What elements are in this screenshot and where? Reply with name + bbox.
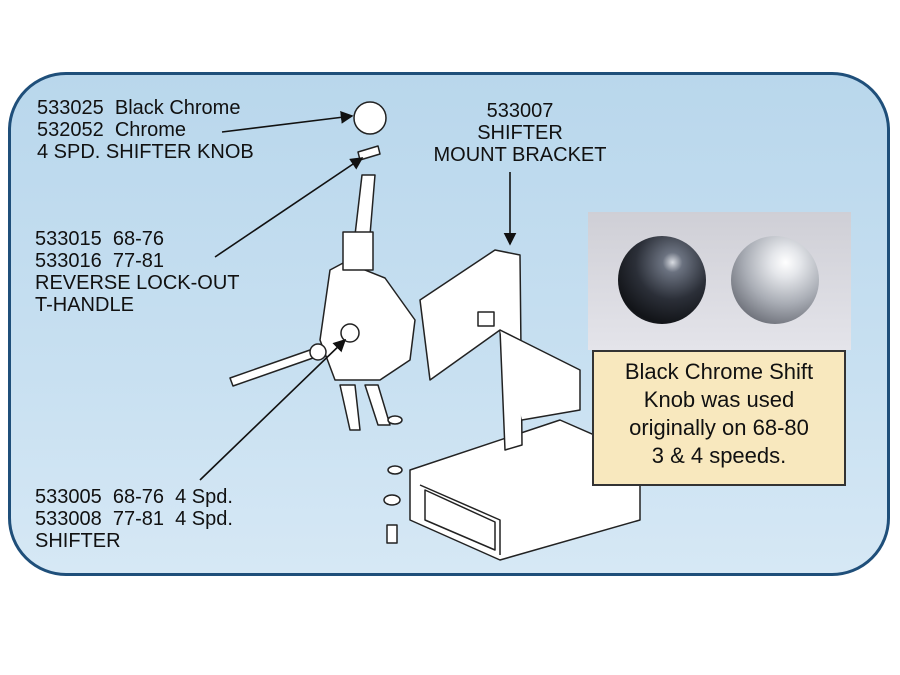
bolt	[229, 343, 327, 387]
shifter-arrow	[199, 338, 347, 481]
bracket-label-line: SHIFTER	[477, 122, 563, 144]
bracket-label-line: 533007	[486, 100, 554, 122]
knob-label-line: 533025 Black Chrome	[37, 97, 241, 119]
note-line: Black Chrome Shift	[624, 359, 814, 384]
knob-label-line: 4 SPD. SHIFTER KNOB	[37, 141, 254, 163]
shifter-label-line: 533005 68-76 4 Spd.	[35, 486, 233, 508]
bracket-label-line: MOUNT BRACKET	[433, 144, 607, 166]
note-line: originally on 68-80	[629, 415, 809, 440]
note-line: 3 & 4 speeds.	[651, 443, 787, 468]
knob-arrow	[221, 111, 354, 133]
shifter-label-line: SHIFTER	[35, 530, 121, 552]
shifter-label-line: 533008 77-81 4 Spd.	[35, 508, 233, 530]
note-box: Black Chrome Shift Knob was used origina…	[592, 350, 846, 486]
t-handle-arrow	[214, 157, 364, 258]
mount-bracket	[419, 249, 581, 451]
t-handle-label-line: 533016 77-81	[35, 250, 165, 272]
black-chrome-knob-image	[618, 236, 706, 324]
knob-label-line: 532052 Chrome	[37, 119, 186, 141]
t-handle-label-line: 533015 68-76	[35, 228, 165, 250]
note-line: Knob was used	[643, 387, 795, 412]
frame-tube	[409, 419, 641, 561]
shifter-body	[319, 261, 416, 431]
shifter-label: 533005 68-76 4 Spd.533008 77-81 4 Spd.SH…	[35, 486, 233, 552]
shift-lever	[342, 101, 387, 271]
t-handle-label-line: REVERSE LOCK-OUT	[35, 272, 240, 294]
shift-knob	[353, 101, 387, 135]
knob-photo	[588, 212, 851, 350]
t-handle-label-line: T-HANDLE	[35, 294, 134, 316]
washers-and-bolt	[383, 415, 403, 544]
chrome-knob-image	[731, 236, 819, 324]
